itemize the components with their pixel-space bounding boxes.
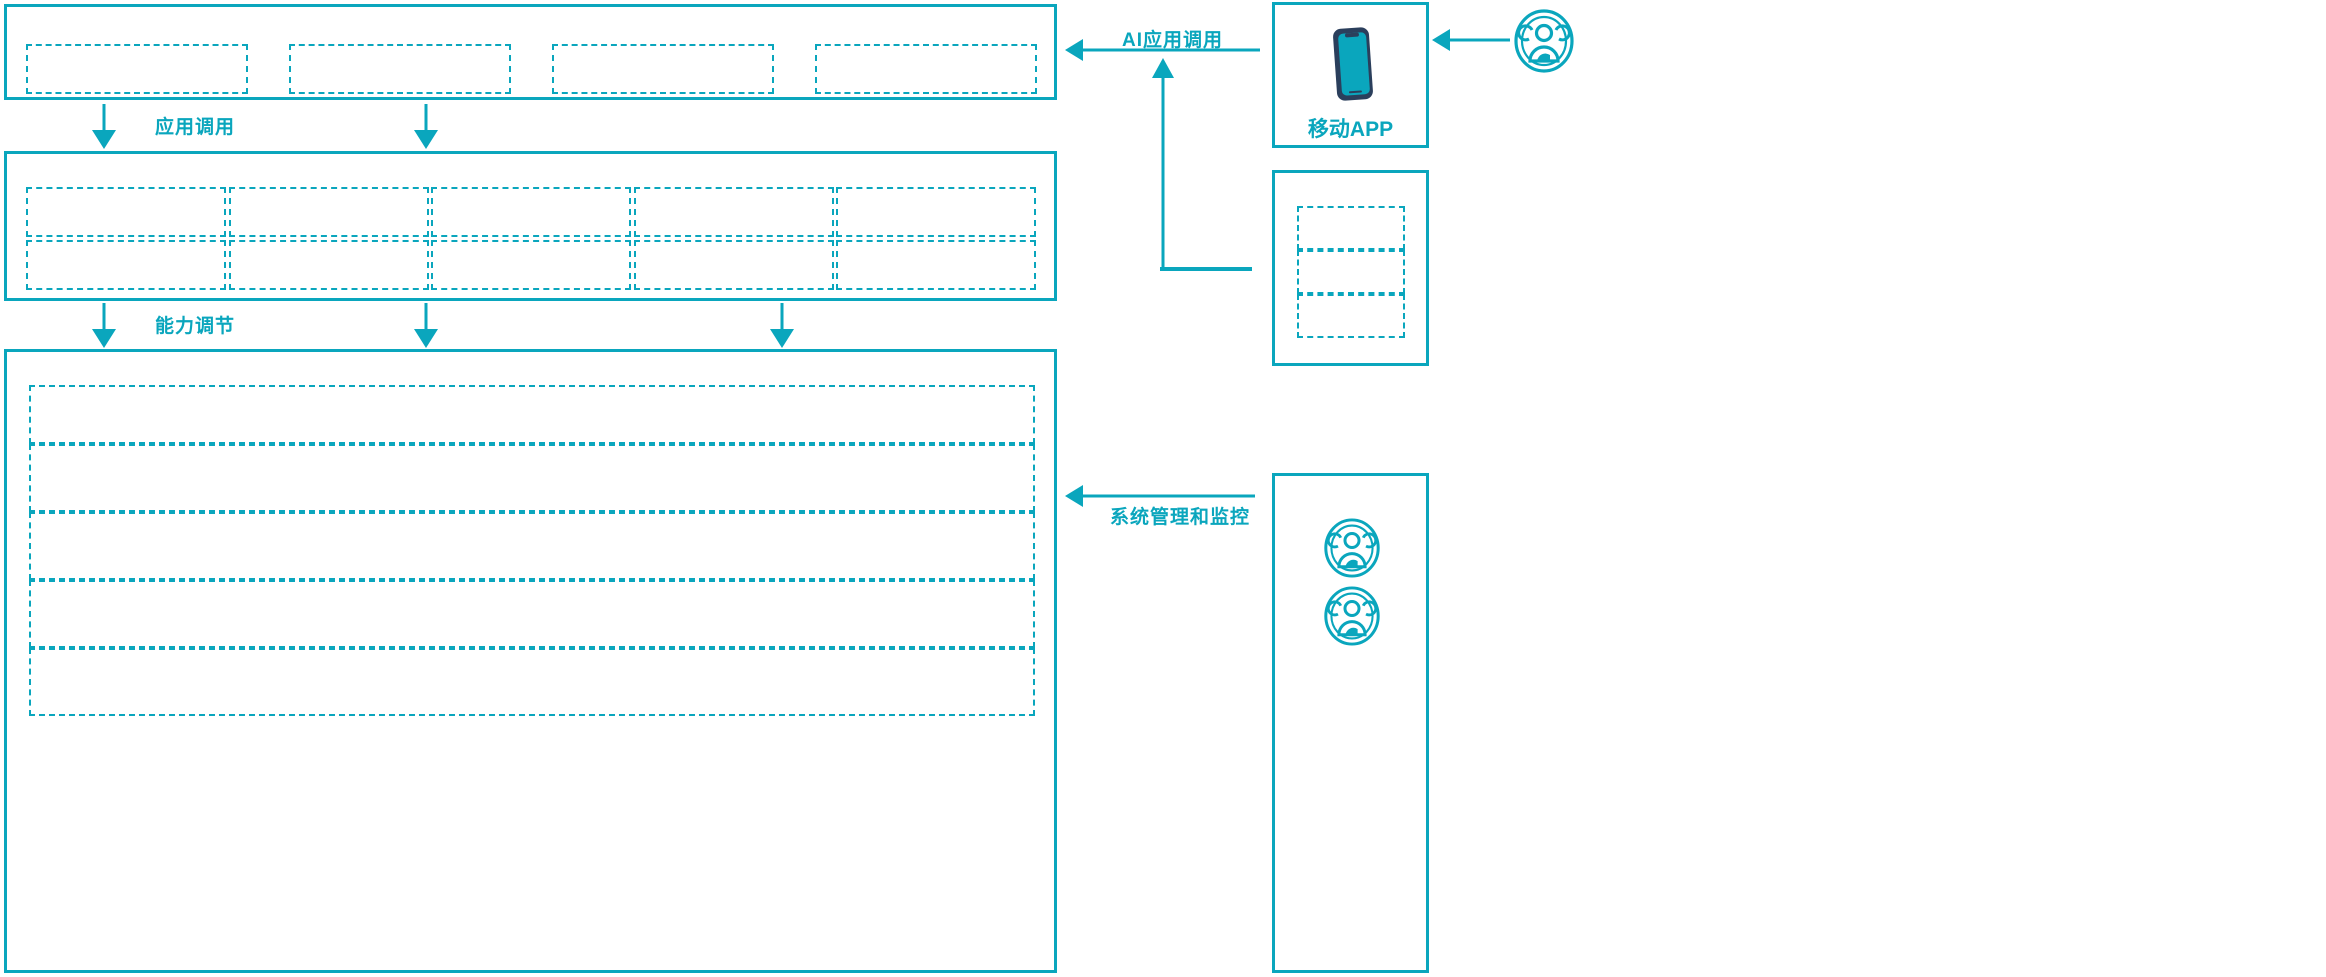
- arrow-capability-right: [766, 303, 798, 349]
- channel-cell-2[interactable]: [1297, 250, 1405, 294]
- connector-label-ai-invoke: AI应用调用: [1122, 30, 1224, 51]
- channel-cell-1[interactable]: [1297, 206, 1405, 250]
- application-layer-panel: [4, 4, 1057, 100]
- plat-row-4[interactable]: [29, 580, 1035, 648]
- capability-layer-panel: [4, 151, 1057, 301]
- riser-horizontal-stub: [1160, 267, 1252, 271]
- app-cell-4[interactable]: [815, 44, 1037, 94]
- channel-panel: [1272, 170, 1429, 366]
- arrow-user-to-mobile-app: [1432, 28, 1510, 52]
- plat-row-2[interactable]: [29, 444, 1035, 512]
- cap-cell-r1c1[interactable]: [26, 187, 226, 237]
- mobile-app-panel[interactable]: 移动APP: [1272, 2, 1429, 148]
- plat-row-1[interactable]: [29, 385, 1035, 444]
- app-cell-1[interactable]: [26, 44, 248, 94]
- cap-cell-r2c4[interactable]: [634, 240, 834, 290]
- cap-cell-r2c1[interactable]: [26, 240, 226, 290]
- smartphone-icon: [1322, 23, 1384, 105]
- cap-cell-r2c5[interactable]: [836, 240, 1036, 290]
- operator-users-icon-2[interactable]: [1323, 586, 1381, 646]
- arrow-sys-monitor: [1065, 484, 1255, 508]
- channel-cell-3[interactable]: [1297, 294, 1405, 338]
- connector-label-capability: 能力调节: [155, 316, 236, 337]
- arrow-capability-middle: [410, 303, 442, 349]
- app-cell-3[interactable]: [552, 44, 774, 94]
- arrow-app-invoke-left: [88, 104, 120, 150]
- cap-cell-r1c2[interactable]: [229, 187, 429, 237]
- plat-row-5[interactable]: [29, 648, 1035, 716]
- arrow-ai-invoke: [1065, 38, 1260, 62]
- operator-users-icon-1[interactable]: [1323, 518, 1381, 578]
- arrow-up-riser: [1152, 58, 1174, 270]
- operations-panel: [1272, 473, 1429, 973]
- cap-cell-r1c5[interactable]: [836, 187, 1036, 237]
- mobile-app-caption: 移动APP: [1307, 118, 1394, 141]
- plat-row-3[interactable]: [29, 512, 1035, 580]
- app-cell-2[interactable]: [289, 44, 511, 94]
- arrow-app-invoke-right: [410, 104, 442, 150]
- end-user-actor[interactable]: [1513, 9, 1575, 73]
- arrow-capability-left: [88, 303, 120, 349]
- cap-cell-r1c3[interactable]: [431, 187, 631, 237]
- platform-layer-panel: [4, 349, 1057, 973]
- connector-label-app-invoke: 应用调用: [155, 117, 236, 138]
- connector-label-sys-monitor: 系统管理和监控: [1110, 507, 1251, 528]
- cap-cell-r2c2[interactable]: [229, 240, 429, 290]
- cap-cell-r1c4[interactable]: [634, 187, 834, 237]
- cap-cell-r2c3[interactable]: [431, 240, 631, 290]
